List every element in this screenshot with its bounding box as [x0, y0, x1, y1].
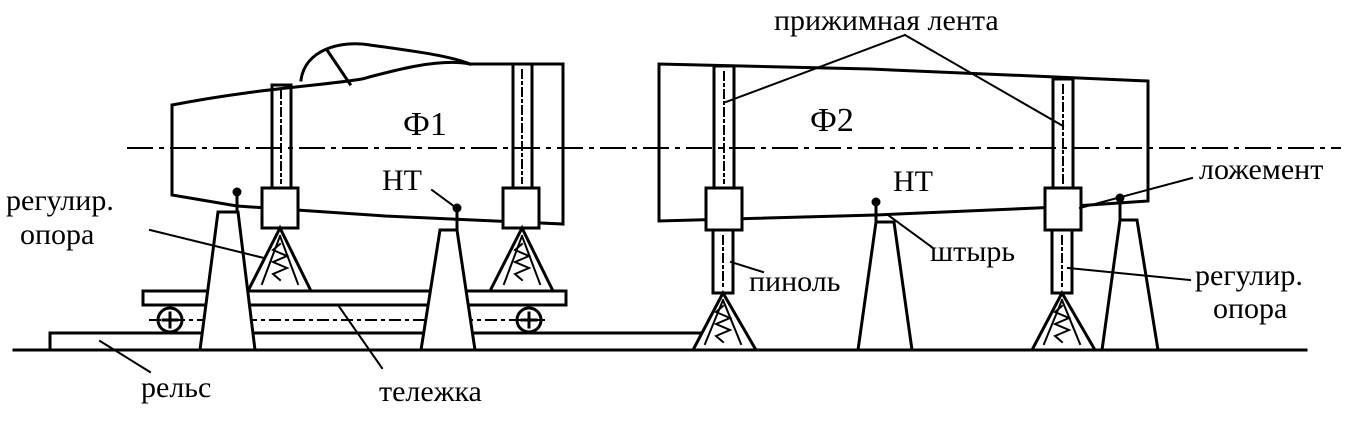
cart-platform	[141, 289, 568, 307]
f1-cradle-left	[260, 186, 300, 230]
label-nt-right: НТ	[893, 165, 933, 198]
leader-cart	[336, 303, 384, 370]
leader-adj-left	[148, 228, 266, 260]
f2-cradle-left	[704, 186, 744, 232]
leader-cradle	[1078, 176, 1194, 210]
fuselage-f1-body	[170, 60, 565, 226]
label-adj-support-right: регулир.	[1195, 259, 1303, 292]
f2-spring-left	[713, 304, 733, 344]
label-cart: тележка	[379, 375, 482, 408]
leader-nt-left	[430, 188, 457, 209]
leader-quill	[729, 260, 765, 274]
f2-cone-right	[1100, 218, 1160, 352]
label-pressure-tape: прижимная лента	[774, 4, 999, 37]
leader-tape-right	[903, 33, 1065, 128]
label-adj-support-left-2: опора	[20, 218, 95, 251]
leader-pin	[886, 213, 935, 250]
f1-cradle-right	[501, 186, 541, 230]
label-f1: Ф1	[403, 106, 447, 143]
f1-cone-right	[419, 228, 477, 352]
f1-spring-left	[270, 242, 290, 282]
label-pin: штырь	[930, 235, 1016, 268]
label-quill: пиноль	[749, 265, 841, 298]
leader-tape-left	[724, 33, 907, 104]
label-f2: Ф2	[810, 102, 854, 139]
fuselage-f2-body	[657, 62, 1150, 223]
f2-spring-right	[1052, 304, 1072, 344]
label-cradle: ложемент	[1199, 153, 1324, 186]
canopy-frame	[324, 47, 353, 87]
canopy	[299, 42, 472, 82]
label-nt-left: НТ	[382, 164, 422, 197]
f2-cone-left	[856, 220, 914, 352]
f2-cradle-right	[1043, 186, 1083, 232]
label-adj-support-right-2: опора	[1213, 292, 1288, 325]
f1-spring-right	[512, 242, 532, 282]
label-adj-support-left: регулир.	[6, 184, 114, 217]
leader-rail	[98, 339, 152, 374]
leader-adj-right	[1066, 266, 1192, 282]
label-rail: рельс	[141, 371, 212, 404]
f1-post-left	[270, 83, 293, 190]
rail	[48, 331, 714, 352]
f1-cone-left	[198, 210, 257, 352]
